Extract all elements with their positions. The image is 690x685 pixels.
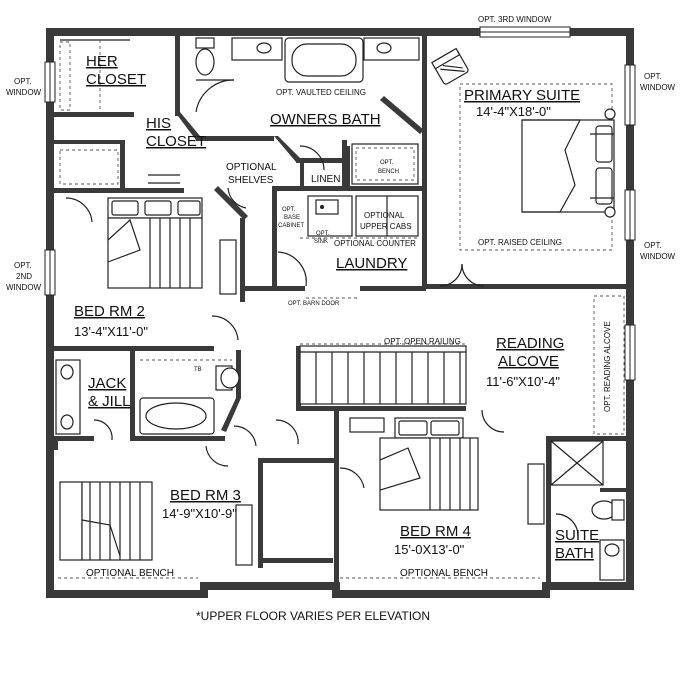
opt-barn-door-note: OPT. BARN DOOR [288,301,340,307]
opt-2nd-window-3: WINDOW [6,283,42,292]
bed3-dim: 14'-9"X10'-9" [162,506,237,521]
interior-walls [54,36,626,590]
reading-alcove-dim: 11'-6"X10'-4" [486,374,560,389]
doors [65,40,579,537]
laundry-label: LAUNDRY [336,255,407,272]
suite-bath-label-2: BATH [555,545,594,562]
opt-2nd-window-2: 2ND [16,272,32,281]
opt-reading-alcove-note: OPT. READING ALCOVE [603,321,612,412]
opt-vaulted-ceiling-note: OPT. VAULTED CEILING [276,88,366,97]
alcove-fixtures [527,295,625,581]
optional-upper-cabs-1: OPTIONAL [364,211,405,220]
his-closet-label-1: HIS [146,115,171,132]
opt-base-cabinet-3: CABINET [278,223,304,229]
jack-jill-label-1: JACK [88,375,126,392]
opt-3rd-window-note: OPT. 3RD WINDOW [478,15,552,24]
bed4-dim: 15'-0X13'-0" [394,542,465,557]
owners-bath-fixtures [59,37,420,239]
opt-base-cabinet-1: OPT. [282,207,296,213]
optional-bench-left-note: OPTIONAL BENCH [86,568,174,579]
bed2-fixtures [59,149,237,295]
room-labels: HER CLOSET HIS CLOSET OWNERS BATH PRIMAR… [74,53,599,562]
opt-2nd-window-1: OPT. [14,261,32,270]
opt-window-left-2: WINDOW [6,88,42,97]
primary-suite-dim: 14'-4"X18'-0" [476,104,551,119]
opt-base-cabinet-2: BASE [284,215,300,221]
opt-sink-2: SINK [314,239,328,245]
bed4-label: BED RM 4 [400,523,471,540]
opt-window-right-top-2: WINDOW [640,83,676,92]
opt-window-right-bottom-2: WINDOW [640,252,676,261]
bed2-dim: 13'-4"X11'-0" [74,324,148,339]
her-closet-label-2: CLOSET [86,71,146,88]
opt-sink-1: OPT. [316,231,330,237]
reading-alcove-label-1: READING [496,335,564,352]
optional-shelves-2: SHELVES [228,175,274,186]
bed3-fixtures [58,481,253,579]
primary-suite-label: PRIMARY SUITE [464,87,580,104]
optional-counter-note: OPTIONAL COUNTER [334,239,416,248]
primary-suite-fixtures [431,47,616,251]
tb-note: TB [194,367,202,373]
opt-window-right-bottom-1: OPT. [644,241,662,250]
reading-alcove-label-2: ALCOVE [498,353,559,370]
opt-open-railing-note: OPT. OPEN RAILING [384,337,461,346]
jack-jill-fixtures [55,359,240,435]
optional-shelves-1: OPTIONAL [226,162,277,173]
bed2-label: BED RM 2 [74,303,145,320]
opt-window-right-top-1: OPT. [644,72,662,81]
bed3-label: BED RM 3 [170,487,241,504]
optional-bench-right-note: OPTIONAL BENCH [400,568,488,579]
owners-bath-label: OWNERS BATH [270,111,381,128]
suite-bath-label-1: SUITE [555,527,599,544]
windows [44,26,636,381]
his-closet-label-2: CLOSET [146,133,206,150]
optional-upper-cabs-2: UPPER CABS [360,222,412,231]
exterior-walls [46,28,634,598]
opt-window-left-1: OPT. [14,77,32,86]
linen-label: LINEN [311,174,340,185]
opt-bench-2: BENCH [378,169,399,175]
opt-bench-1: OPT. [380,160,394,166]
footnote: *UPPER FLOOR VARIES PER ELEVATION [196,609,430,623]
bed4-fixtures [340,417,540,579]
opt-raised-ceiling-note: OPT. RAISED CEILING [478,238,562,247]
her-closet-label-1: HER [86,53,118,70]
jack-jill-label-2: & JILL [88,393,131,410]
note-labels: OPT. 3RD WINDOW OPT. WINDOW OPT. WINDOW … [6,15,676,579]
stair-fixtures [299,343,467,405]
